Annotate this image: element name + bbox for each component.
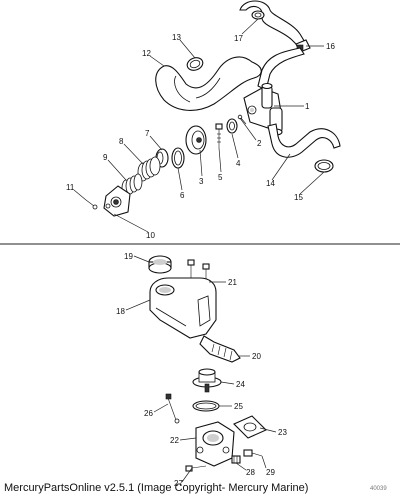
callout-3: 3 (199, 177, 204, 186)
hose-part-12[interactable] (155, 56, 262, 111)
gasket-part-23[interactable] (233, 415, 267, 439)
callout-20: 20 (252, 352, 261, 361)
fitting-part-28[interactable] (231, 455, 241, 464)
hose-part-16[interactable] (239, 0, 311, 91)
callout-17: 17 (234, 34, 243, 43)
sensor-part-29[interactable] (243, 449, 263, 457)
sensor-part-26[interactable] (165, 393, 180, 424)
leader-lines (73, 18, 325, 483)
callout-28: 28 (246, 468, 255, 477)
callout-23: 23 (278, 428, 287, 437)
callout-13: 13 (172, 33, 181, 42)
callout-10: 10 (146, 231, 155, 240)
hose-clamp-part-13[interactable] (185, 56, 204, 73)
bolt-part-5[interactable] (215, 123, 223, 148)
cover-part-10[interactable] (103, 185, 131, 217)
hose-clamp-part-17[interactable] (251, 10, 265, 20)
callout-14: 14 (266, 179, 275, 188)
callout-21: 21 (228, 278, 237, 287)
callout-27: 27 (174, 479, 183, 488)
housing-part-22[interactable] (195, 421, 235, 467)
cap-part-19[interactable] (148, 255, 172, 274)
copyright-footer: MercuryPartsOnline v2.5.1 (Image Copyrig… (4, 482, 309, 494)
callout-15: 15 (294, 193, 303, 202)
screw-part-11[interactable] (85, 199, 98, 210)
callout-25: 25 (234, 402, 243, 411)
bolt-part-27[interactable] (185, 465, 207, 472)
gasket-part-25[interactable] (192, 400, 220, 412)
callout-4: 4 (236, 159, 241, 168)
spring-part-8[interactable] (137, 156, 161, 182)
callout-18: 18 (116, 307, 125, 316)
hose-clamp-part-15[interactable] (314, 159, 334, 173)
gasket-part-6[interactable] (171, 147, 185, 169)
callout-9: 9 (103, 153, 108, 162)
callout-19: 19 (124, 252, 133, 261)
callout-6: 6 (180, 191, 185, 200)
thermostat-part-24[interactable] (192, 368, 222, 393)
hose-part-14[interactable] (267, 123, 341, 158)
spring-part-9[interactable] (121, 173, 143, 197)
thermostat-part-3[interactable] (185, 125, 207, 155)
callout-labels: 1 2 3 4 5 6 7 8 9 10 11 12 13 14 15 16 1… (66, 33, 335, 488)
callout-7: 7 (145, 129, 150, 138)
callout-26: 26 (144, 409, 153, 418)
callout-8: 8 (119, 137, 124, 146)
callout-1: 1 (305, 102, 310, 111)
callout-5: 5 (218, 173, 223, 182)
reservoir-part-18[interactable] (149, 277, 217, 339)
callout-24: 24 (236, 380, 245, 389)
figure-number: 40039 (370, 486, 387, 492)
hose-part-20[interactable] (199, 335, 241, 363)
seal-part-4[interactable] (226, 118, 238, 134)
callout-2: 2 (257, 139, 262, 148)
callout-12: 12 (142, 49, 151, 58)
screw-part-2[interactable] (237, 114, 247, 125)
callout-16: 16 (326, 42, 335, 51)
callout-11: 11 (66, 183, 75, 192)
callout-22: 22 (170, 436, 179, 445)
callout-29: 29 (266, 468, 275, 477)
